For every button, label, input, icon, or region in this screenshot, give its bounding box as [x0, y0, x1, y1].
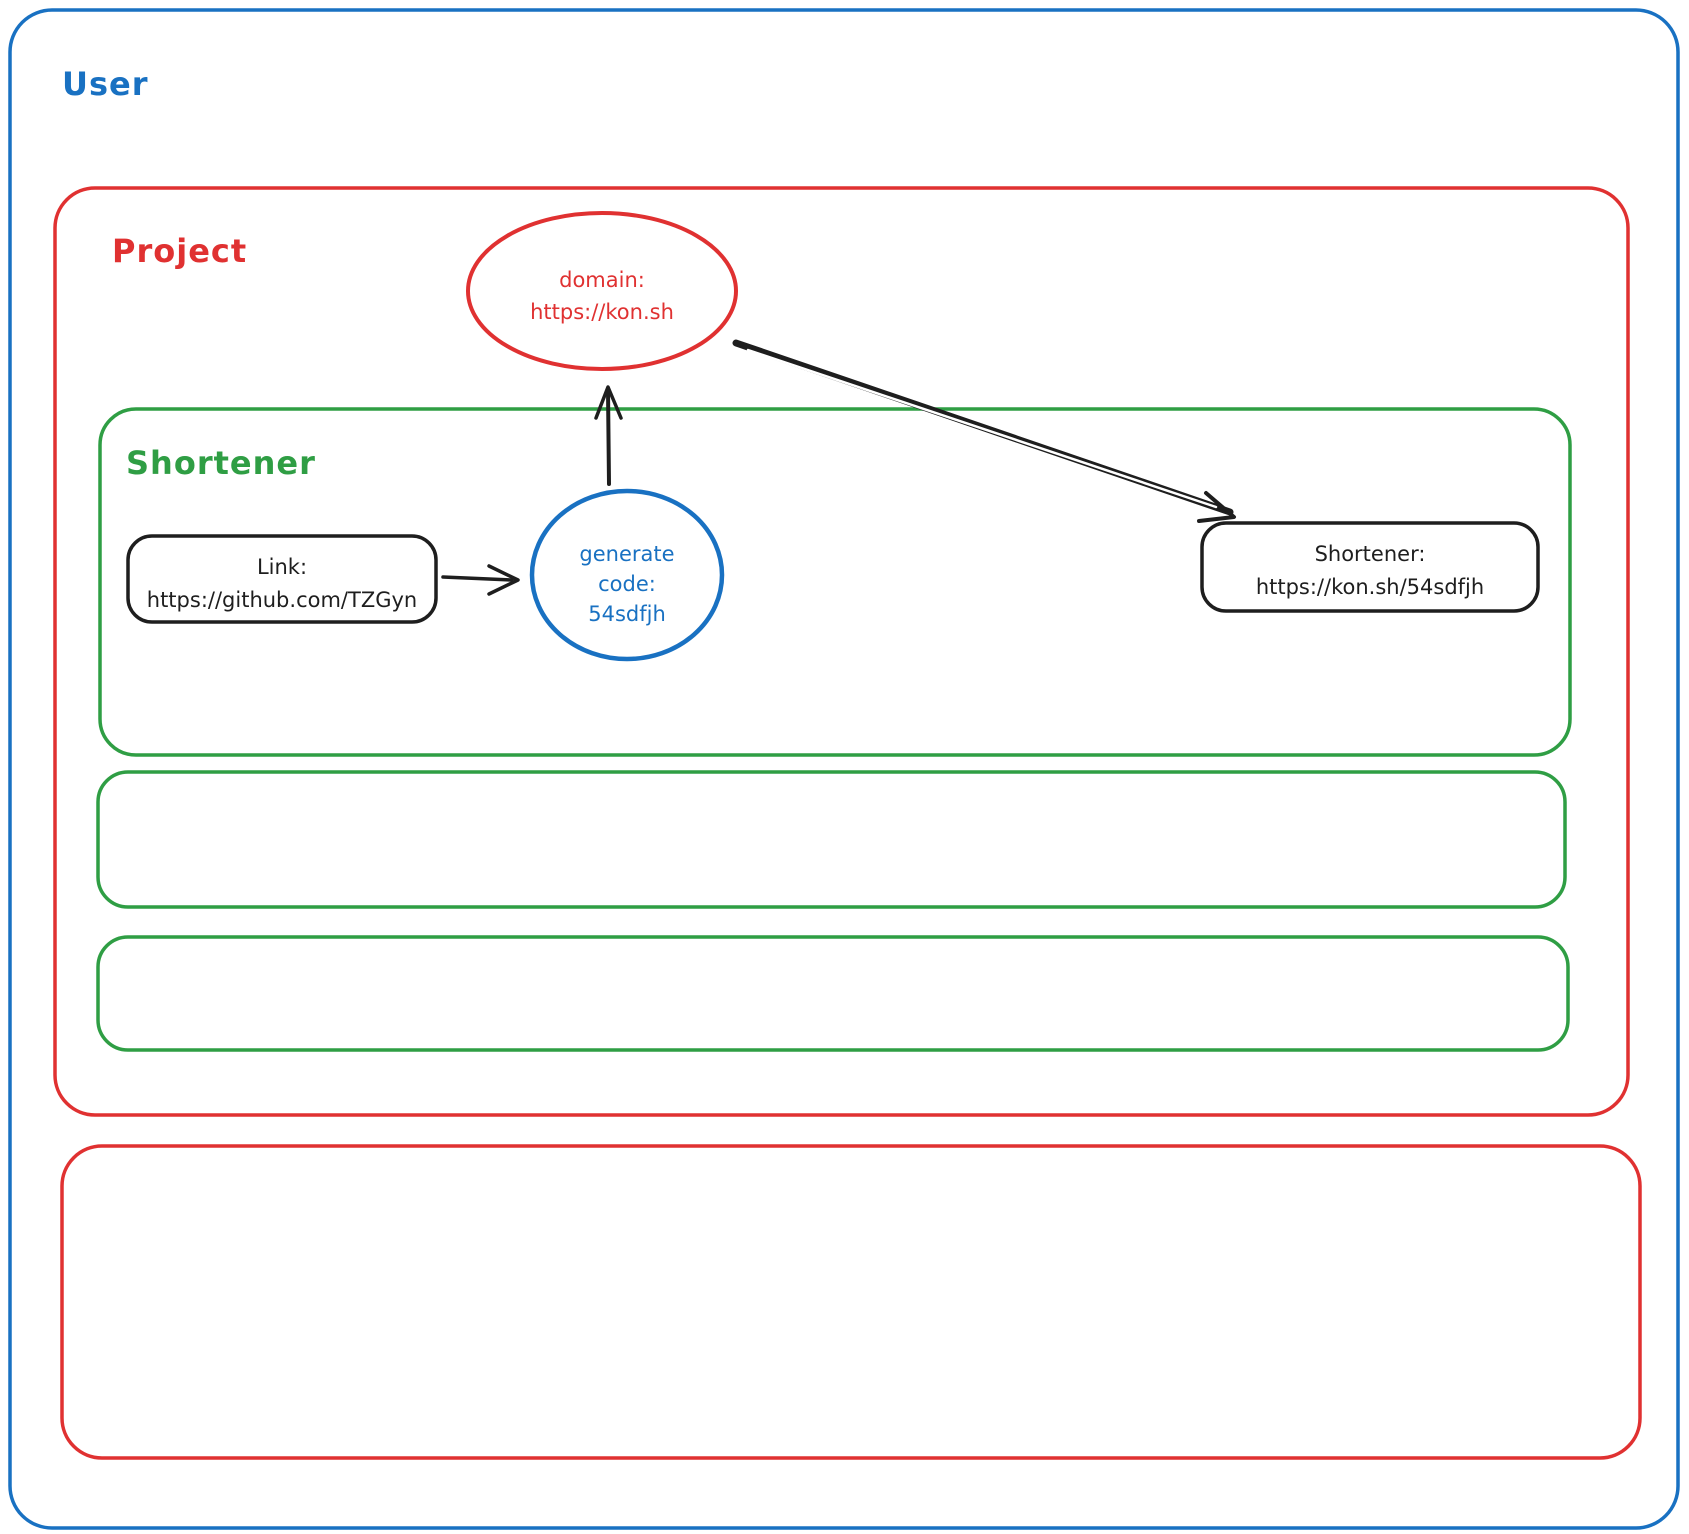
domain-ellipse-text-line1: domain: — [559, 268, 645, 292]
arrow-link-to-generate-code-shaft — [441, 575, 514, 582]
empty-green-box-1 — [96, 770, 1567, 909]
project-container-label: Project — [112, 232, 247, 270]
arrow-generate-code-to-domain — [594, 385, 623, 486]
user-container-label: User — [62, 65, 149, 103]
generate-code-circle — [529, 488, 725, 662]
shortener-result-text-line1: Shortener: — [1315, 542, 1426, 566]
link-box-text-line2: https://github.com/TZGyn — [147, 588, 417, 612]
empty-green-box-2 — [96, 935, 1570, 1052]
shortener-result-box — [1200, 521, 1540, 613]
generate-code-text-line3: 54sdfjh — [588, 602, 666, 626]
arrow-generate-code-to-domain-shaft — [606, 388, 611, 486]
arrow-generate-code-to-domain-head — [594, 385, 623, 420]
link-box-text-line1: Link: — [257, 555, 307, 579]
empty-red-box — [60, 1144, 1642, 1460]
shortener-container — [98, 407, 1572, 757]
arrow-domain-to-shortener-result-head — [1197, 491, 1236, 523]
arrow-domain-to-shortener-result — [732, 339, 1236, 523]
arrow-link-to-generate-code — [441, 564, 520, 596]
arrow-domain-to-shortener-result-shaft-gap — [746, 348, 1218, 509]
user-container — [8, 8, 1680, 1530]
generate-code-text-line1: generate — [579, 542, 674, 566]
domain-ellipse — [466, 211, 738, 371]
shortener-container-label: Shortener — [126, 444, 316, 482]
domain-ellipse-text-line2: https://kon.sh — [530, 300, 674, 324]
shortener-result-text-line2: https://kon.sh/54sdfjh — [1256, 575, 1484, 599]
generate-code-text-line2: code: — [598, 572, 656, 596]
project-container — [53, 186, 1630, 1117]
link-box — [126, 534, 438, 624]
arrow-link-to-generate-code-head — [487, 564, 520, 596]
